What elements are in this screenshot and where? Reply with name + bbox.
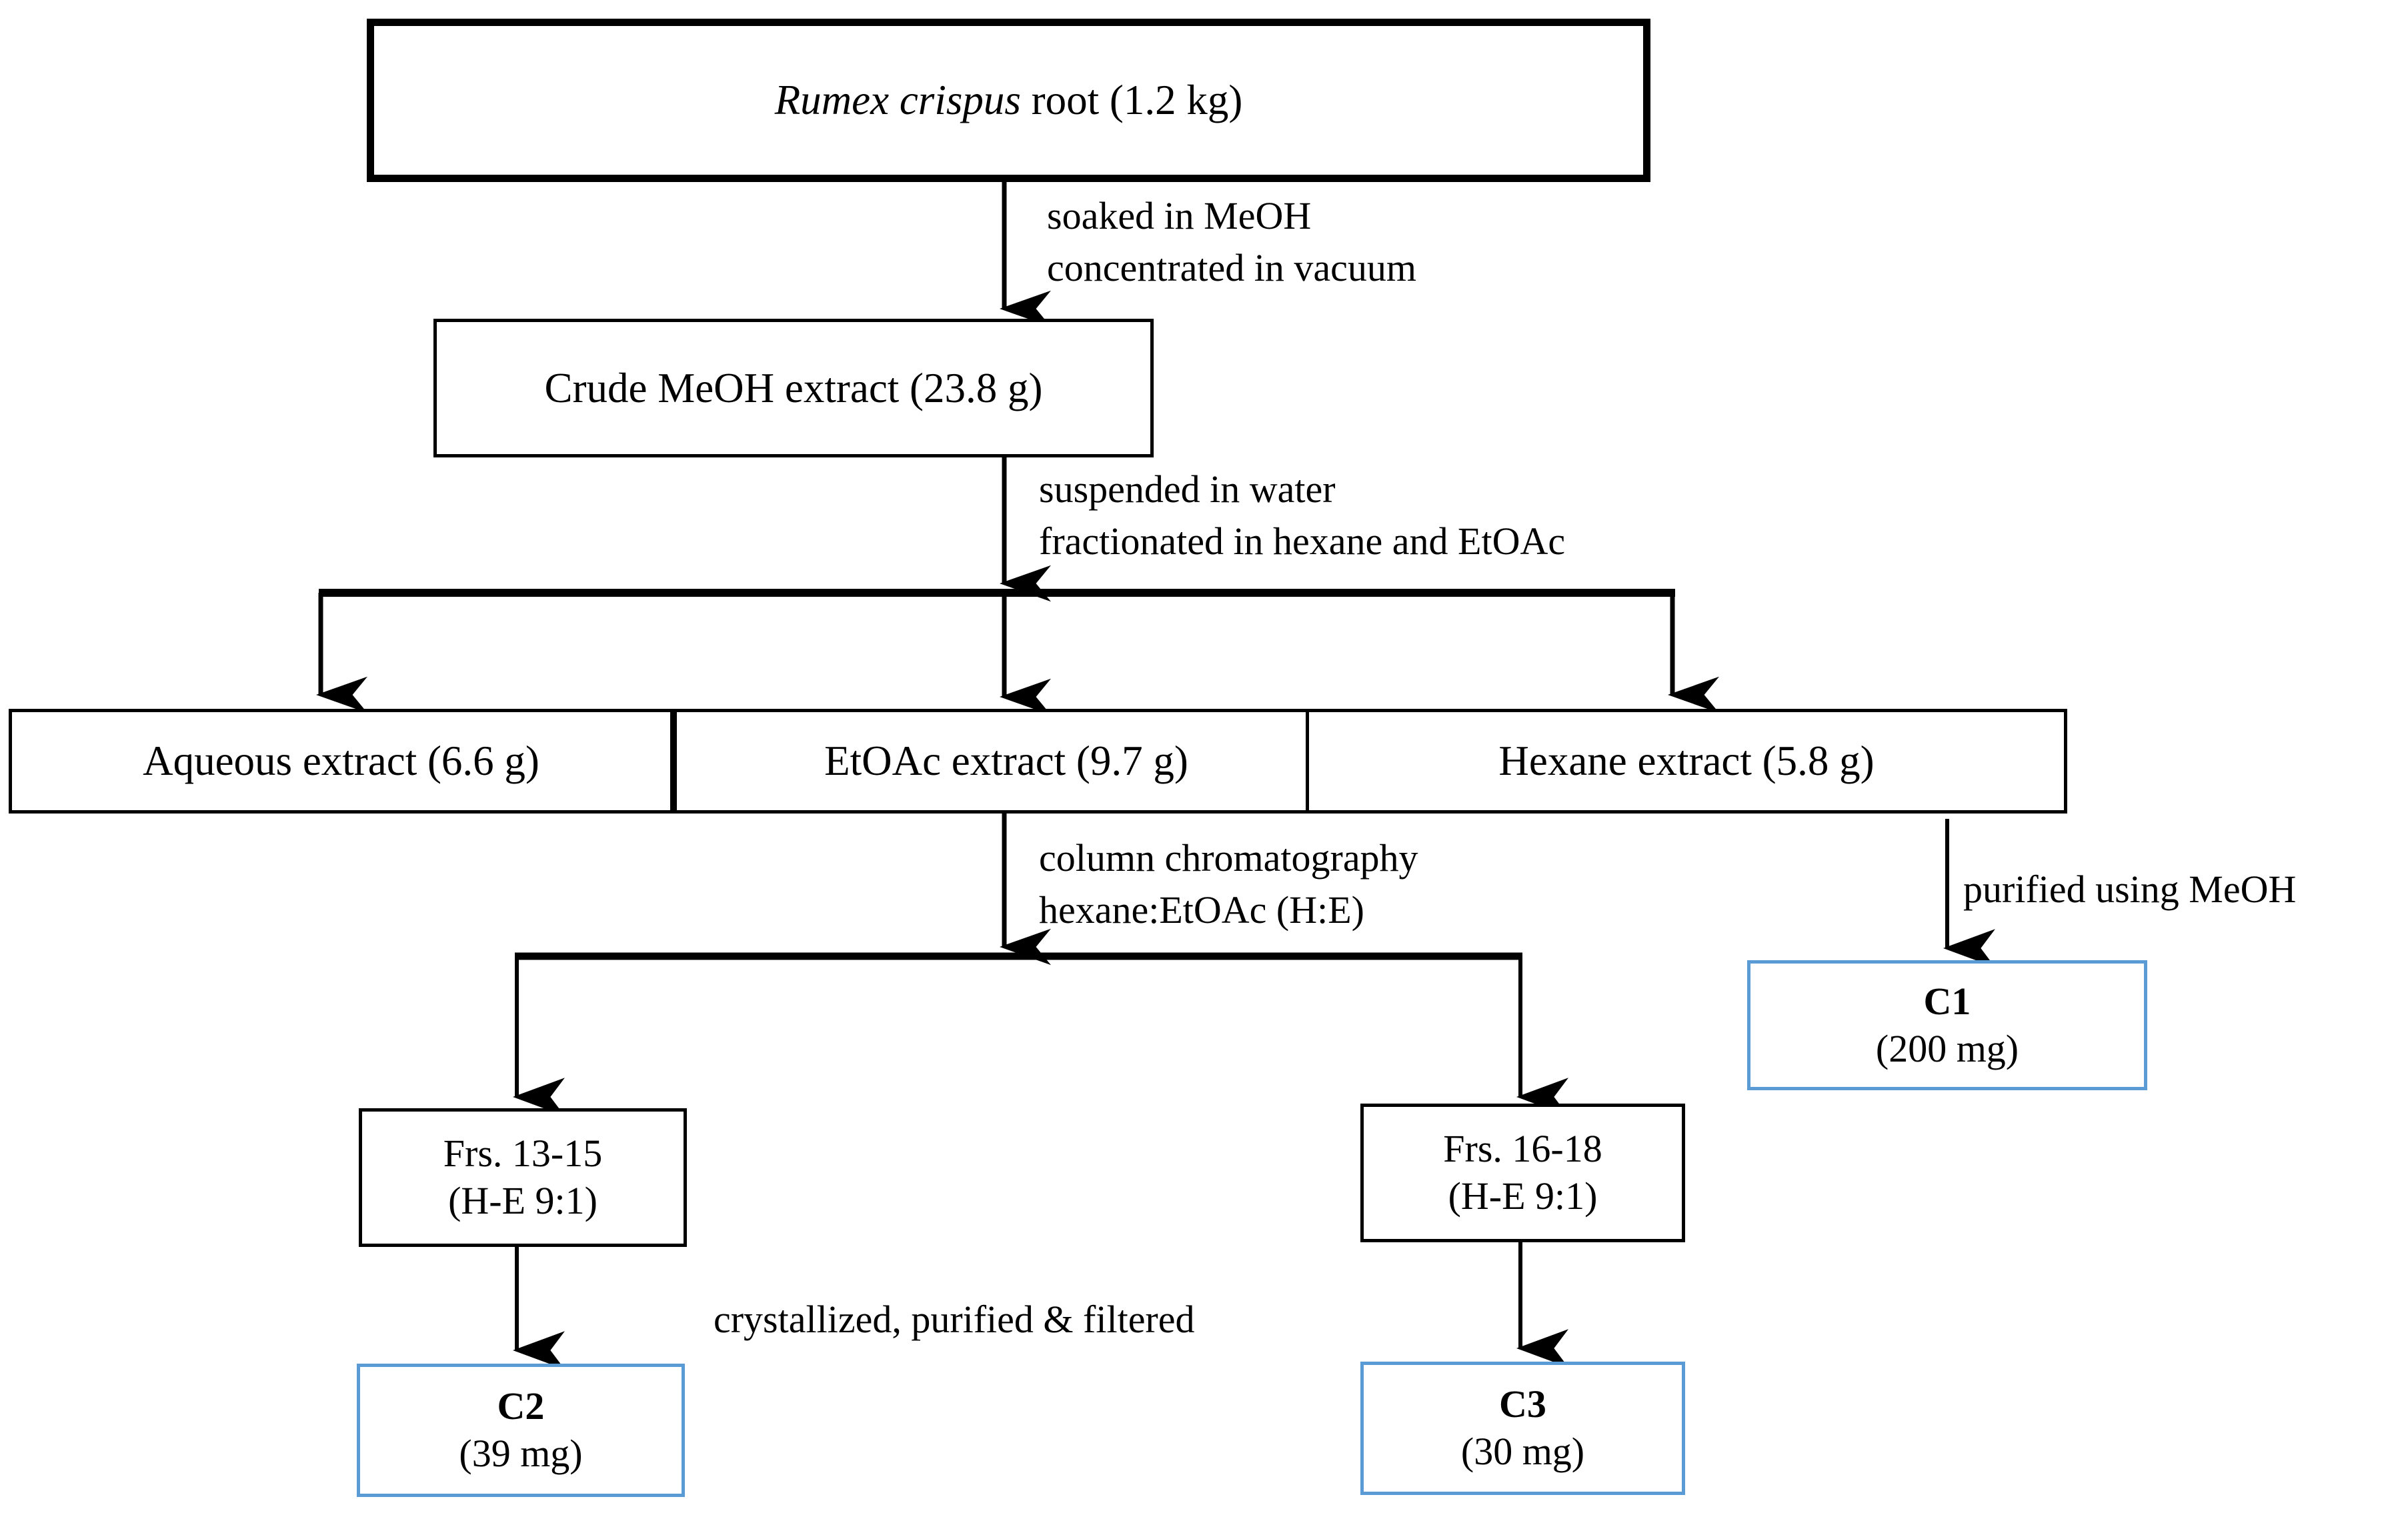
node-root-species: Rumex crispus bbox=[774, 77, 1021, 124]
node-hexane-extract[interactable]: Hexane extract (5.8 g) bbox=[1306, 709, 2067, 814]
node-crude-label: Crude MeOH extract (23.8 g) bbox=[544, 364, 1043, 411]
node-c3-label: C3 bbox=[1499, 1382, 1546, 1426]
edge-label-purified-using-meoh: purified using MeOH bbox=[1963, 864, 2296, 916]
node-crude-meoh-extract[interactable]: Crude MeOH extract (23.8 g) bbox=[433, 319, 1154, 457]
node-frs1618-solvent: (H-E 9:1) bbox=[1448, 1174, 1598, 1218]
node-frs-13-15[interactable]: Frs. 13-15 (H-E 9:1) bbox=[359, 1108, 687, 1247]
edge-label-column-line2: hexane:EtOAc (H:E) bbox=[1039, 888, 1364, 932]
node-root-rest: root (1.2 kg) bbox=[1020, 77, 1243, 124]
node-compound-c1[interactable]: C1 (200 mg) bbox=[1747, 960, 2147, 1090]
edge-label-fractionate-line2: fractionated in hexane and EtOAc bbox=[1039, 519, 1566, 563]
edge-label-crystallized-purified-filtered: crystallized, purified & filtered bbox=[714, 1294, 1195, 1346]
edge-label-soak-line1: soaked in MeOH bbox=[1047, 194, 1312, 237]
node-hexane-label: Hexane extract (5.8 g) bbox=[1498, 737, 1875, 785]
edge-label-fractionated: suspended in water fractionated in hexan… bbox=[1039, 463, 1565, 568]
edge-label-purified-line1: purified using MeOH bbox=[1963, 868, 2297, 911]
edge-label-column-chromatography: column chromatography hexane:EtOAc (H:E) bbox=[1039, 832, 1418, 937]
node-etoac-label: EtOAc extract (9.7 g) bbox=[824, 737, 1188, 785]
node-aqueous-label: Aqueous extract (6.6 g) bbox=[143, 737, 539, 785]
edge-label-soaked-in-meoh: soaked in MeOH concentrated in vacuum bbox=[1047, 190, 1416, 295]
node-c2-label: C2 bbox=[497, 1384, 545, 1428]
node-root-label: Rumex crispus root (1.2 kg) bbox=[775, 75, 1243, 126]
edge-label-column-line1: column chromatography bbox=[1039, 836, 1418, 880]
node-c1-amount: (200 mg) bbox=[1875, 1026, 2019, 1070]
node-compound-c2[interactable]: C2 (39 mg) bbox=[357, 1364, 685, 1497]
edge-label-fractionate-line1: suspended in water bbox=[1039, 467, 1336, 511]
edge-label-soak-line2: concentrated in vacuum bbox=[1047, 246, 1416, 290]
node-c1-label: C1 bbox=[1923, 979, 1971, 1023]
node-c3-amount: (30 mg) bbox=[1460, 1430, 1585, 1473]
node-etoac-extract[interactable]: EtOAc extract (9.7 g) bbox=[674, 709, 1339, 814]
node-compound-c3[interactable]: C3 (30 mg) bbox=[1360, 1362, 1685, 1495]
node-frs1315-label: Frs. 13-15 bbox=[443, 1132, 603, 1176]
node-frs1618-label: Frs. 16-18 bbox=[1443, 1127, 1602, 1171]
node-c2-amount: (39 mg) bbox=[459, 1432, 583, 1475]
node-rumex-crispus-root[interactable]: Rumex crispus root (1.2 kg) bbox=[367, 19, 1650, 182]
edge-label-crystallized-line1: crystallized, purified & filtered bbox=[714, 1298, 1195, 1341]
node-frs-16-18[interactable]: Frs. 16-18 (H-E 9:1) bbox=[1360, 1104, 1685, 1242]
node-frs1315-solvent: (H-E 9:1) bbox=[448, 1179, 597, 1222]
node-aqueous-extract[interactable]: Aqueous extract (6.6 g) bbox=[9, 709, 674, 814]
